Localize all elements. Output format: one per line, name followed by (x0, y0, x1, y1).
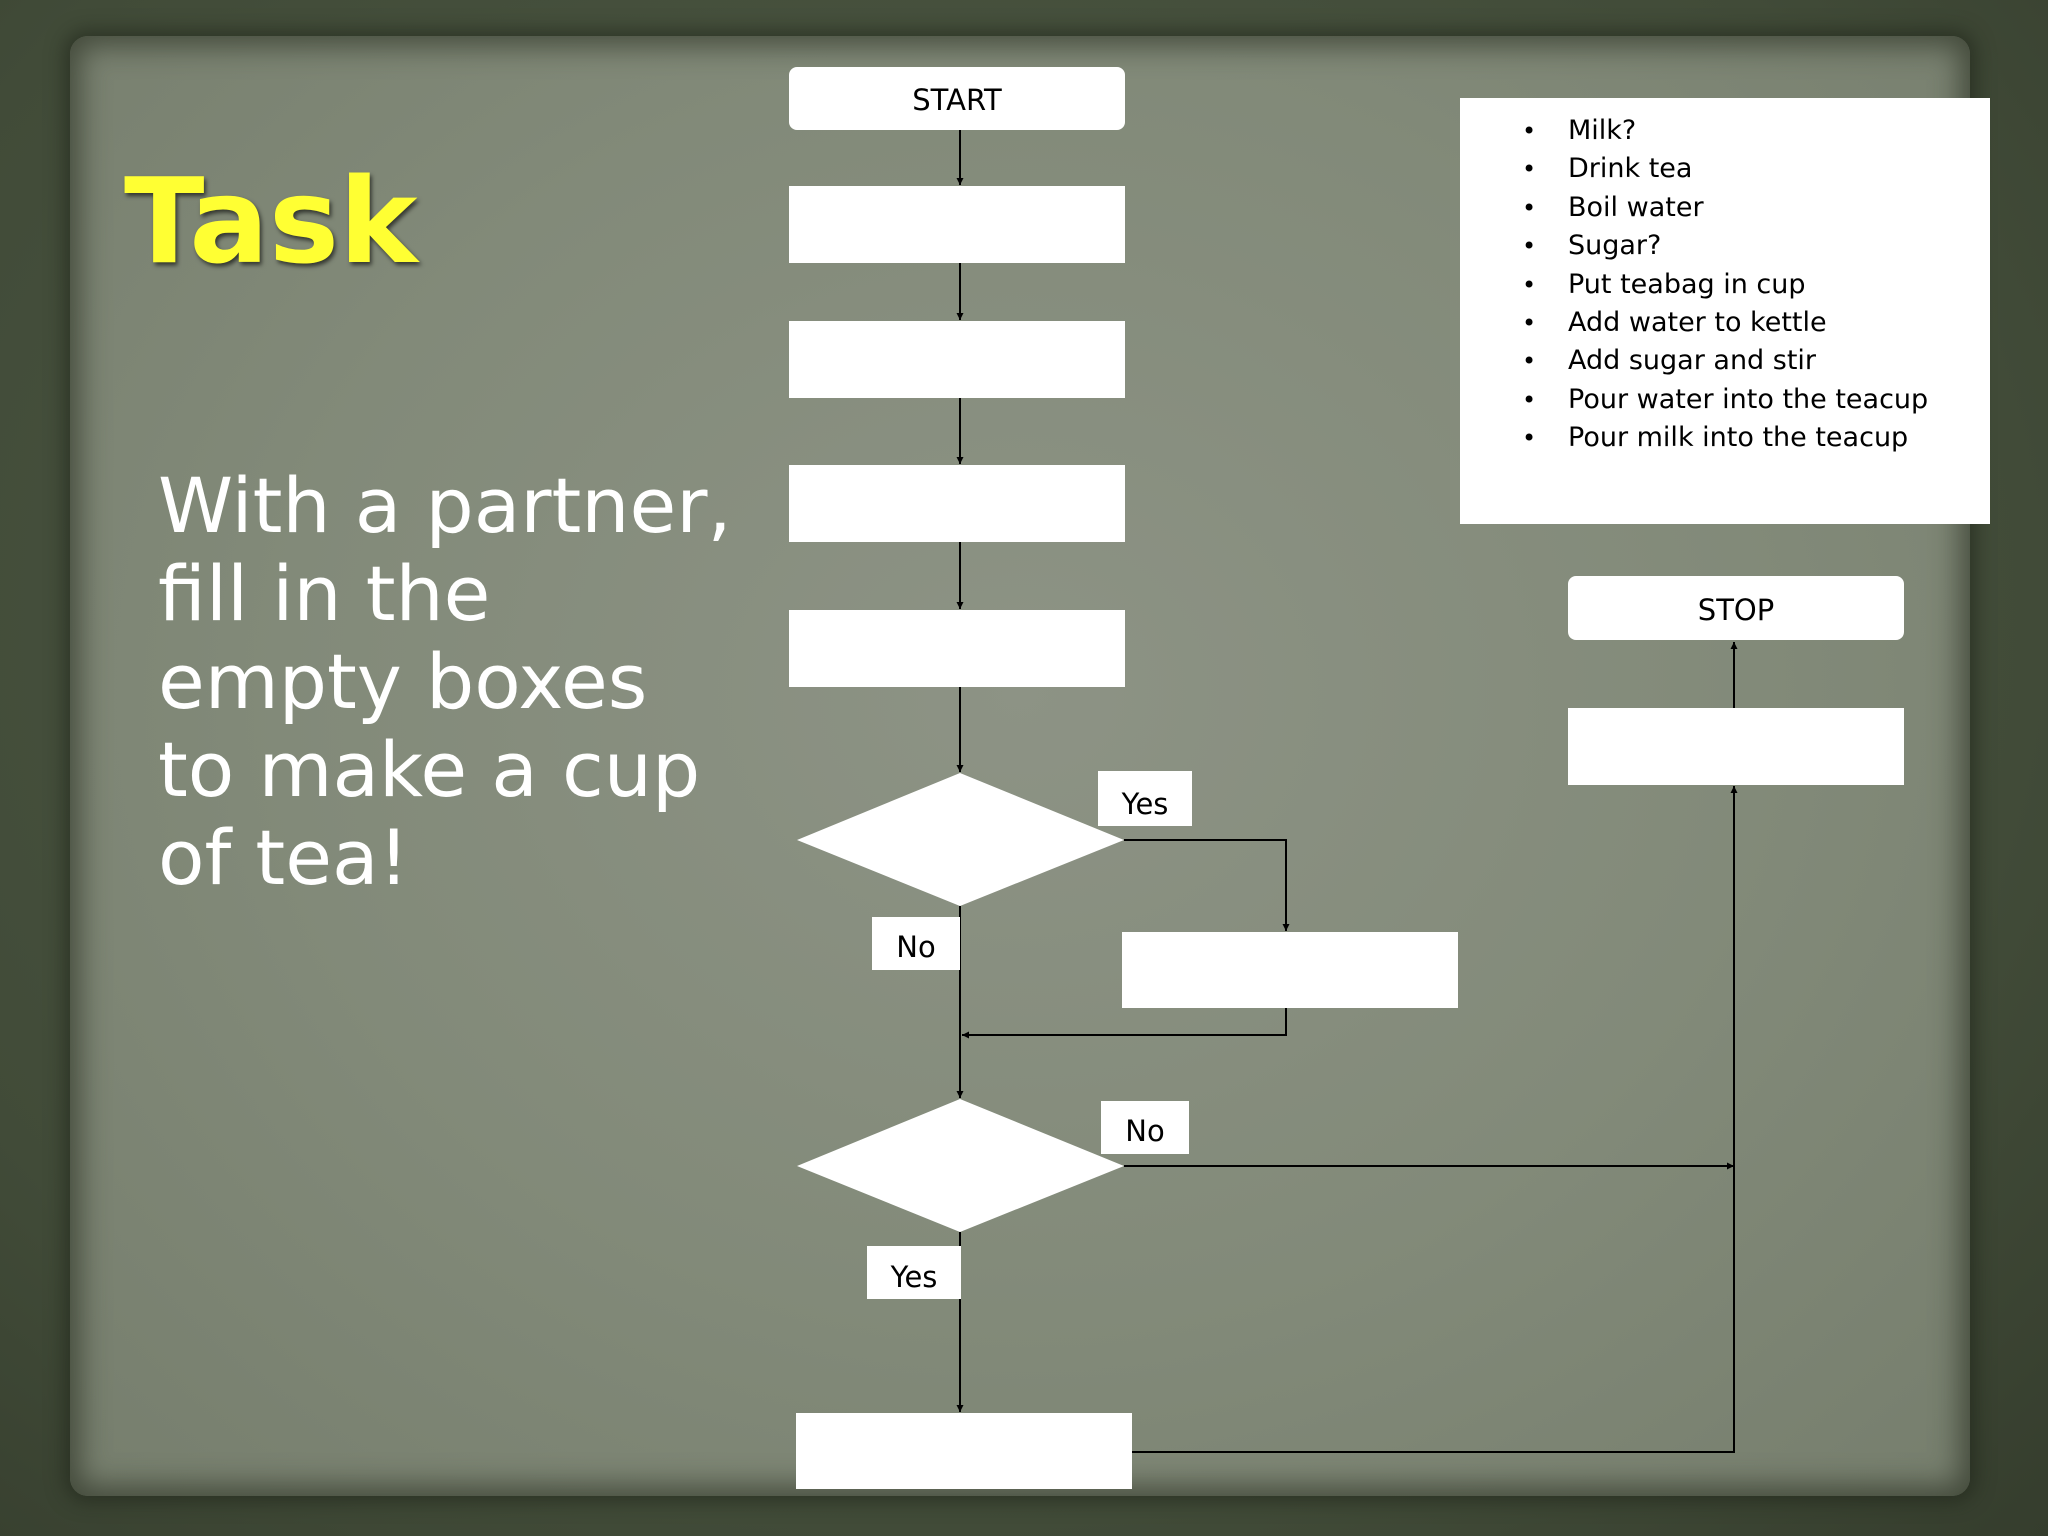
decision2-yes-label: Yes (890, 1260, 938, 1294)
option-item[interactable]: Milk? (1460, 112, 1990, 151)
slide-title: Task (124, 152, 418, 290)
instructions-text: With a partner, fill in the empty boxes … (158, 461, 732, 902)
decision1-no-label: No (896, 930, 935, 964)
option-item[interactable]: Put teabag in cup (1460, 266, 1990, 305)
options-list: Milk? Drink tea Boil water Sugar? Put te… (1460, 112, 1990, 458)
option-item[interactable]: Add sugar and stir (1460, 342, 1990, 381)
decision1-yes-label: Yes (1121, 787, 1169, 821)
stop-terminal: STOP (1568, 576, 1904, 640)
decision2-no-tag: No (1101, 1101, 1189, 1154)
connector-side-step-return (962, 1008, 1287, 1039)
connector-bottom-step-to-final-step (1132, 786, 1738, 1453)
empty-decision-diamond-1[interactable] (797, 773, 1124, 906)
option-item[interactable]: Add water to kettle (1460, 304, 1990, 343)
stop-label: STOP (1698, 593, 1774, 627)
option-item[interactable]: Drink tea (1460, 150, 1990, 189)
empty-bottom-step-box[interactable] (796, 1413, 1132, 1489)
option-item[interactable]: Pour water into the teacup (1460, 381, 1990, 420)
empty-side-step-box[interactable] (1122, 932, 1458, 1008)
start-terminal: START (789, 67, 1125, 130)
options-box: Milk? Drink tea Boil water Sugar? Put te… (1460, 98, 1990, 524)
decision2-no-label: No (1125, 1114, 1164, 1148)
empty-step-box-4[interactable] (789, 610, 1125, 687)
decision1-yes-tag: Yes (1098, 771, 1192, 826)
option-item[interactable]: Boil water (1460, 189, 1990, 228)
decision2-yes-tag: Yes (867, 1246, 961, 1299)
option-item[interactable]: Sugar? (1460, 227, 1990, 266)
option-item[interactable]: Pour milk into the teacup (1460, 419, 1990, 458)
empty-step-box-1[interactable] (789, 186, 1125, 263)
decision1-no-tag: No (872, 917, 960, 970)
empty-step-box-3[interactable] (789, 465, 1125, 542)
empty-decision-diamond-2[interactable] (797, 1099, 1124, 1232)
connector-decision1-yes (1124, 839, 1290, 931)
empty-final-step-box[interactable] (1568, 708, 1904, 785)
empty-step-box-2[interactable] (789, 321, 1125, 398)
start-label: START (912, 83, 1002, 117)
